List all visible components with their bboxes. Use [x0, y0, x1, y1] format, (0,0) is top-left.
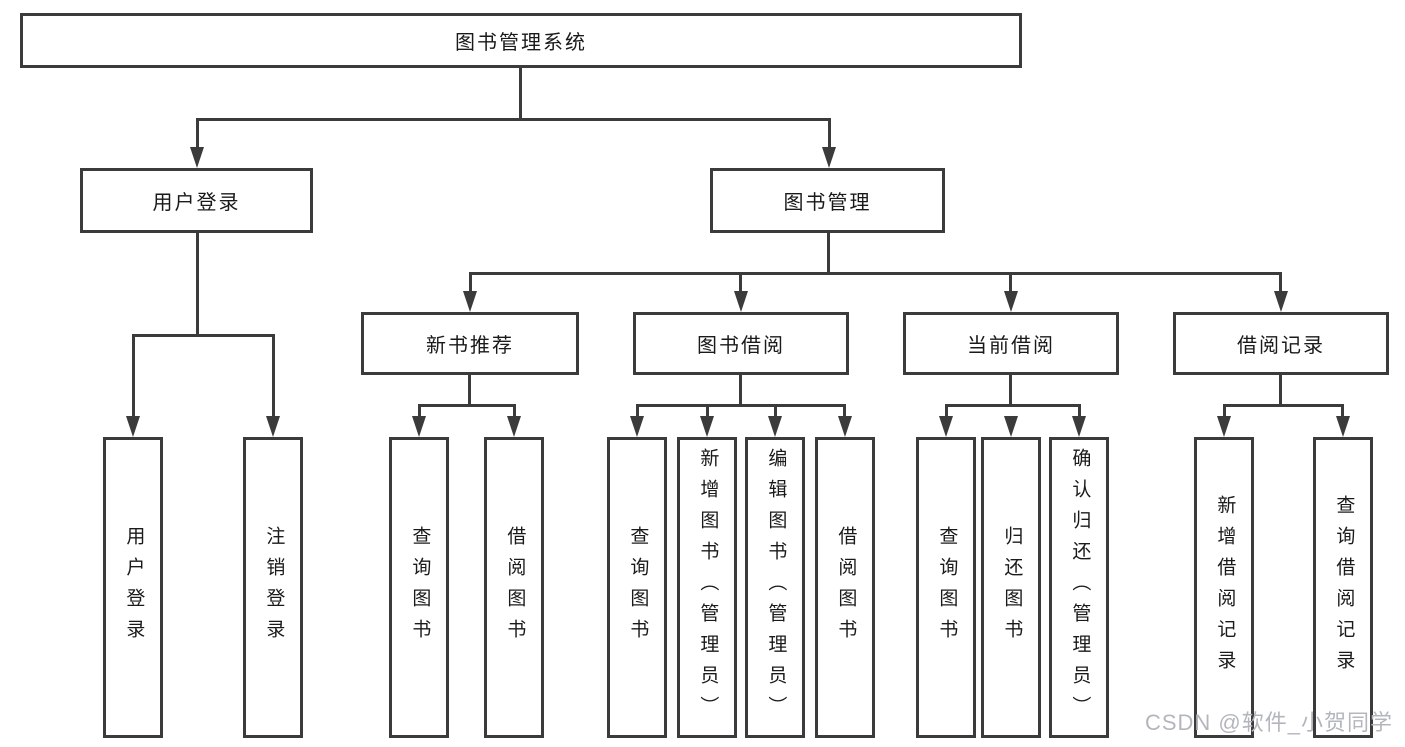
- connector-line: [1078, 404, 1081, 420]
- arrowhead-icon: [630, 416, 644, 437]
- node-leaf-borrow-book-2: 借阅图书: [815, 437, 875, 738]
- connector-line: [469, 272, 1282, 275]
- arrowhead-icon: [1336, 416, 1350, 437]
- node-leaf-query-book-2: 查询图书: [607, 437, 667, 738]
- node-label: 注销登录: [263, 525, 285, 650]
- node-label: 图书管理系统: [455, 32, 587, 54]
- node-leaf-logout: 注销登录: [243, 437, 303, 738]
- connector-line: [774, 404, 777, 420]
- connector-line: [196, 233, 199, 337]
- connector-line: [468, 375, 471, 407]
- node-label: 新增图书（管理员）: [697, 448, 719, 727]
- node-label: 图书借阅: [697, 335, 785, 357]
- node-label: 图书管理: [783, 192, 872, 214]
- arrowhead-icon: [1072, 416, 1086, 437]
- node-new-book-recommend: 新书推荐: [361, 312, 579, 375]
- connector-line: [469, 272, 472, 294]
- connector-line: [739, 272, 742, 294]
- node-book-management-module: 图书管理: [710, 168, 945, 233]
- connector-line: [1279, 375, 1282, 407]
- node-label: 用户登录: [152, 192, 241, 214]
- node-label: 确认归还（管理员）: [1069, 448, 1091, 727]
- node-label: 编辑图书（管理员）: [765, 448, 787, 727]
- arrowhead-icon: [1274, 291, 1288, 312]
- connector-line: [418, 404, 421, 420]
- node-leaf-return-book: 归还图书: [981, 437, 1041, 738]
- node-label: 新书推荐: [426, 335, 514, 357]
- node-label: 借阅记录: [1237, 335, 1325, 357]
- node-user-login-module: 用户登录: [80, 168, 313, 233]
- arrowhead-icon: [700, 416, 714, 437]
- node-library-management-system: 图书管理系统: [20, 13, 1022, 68]
- node-label: 查询图书: [409, 525, 431, 650]
- arrowhead-icon: [1004, 416, 1018, 437]
- node-label: 归还图书: [1001, 525, 1023, 650]
- connector-line: [519, 68, 522, 120]
- node-current-borrow: 当前借阅: [903, 312, 1119, 375]
- node-leaf-query-book-3: 查询图书: [916, 437, 976, 738]
- connector-line: [418, 404, 516, 407]
- node-leaf-add-book-admin: 新增图书（管理员）: [677, 437, 737, 738]
- arrowhead-icon: [190, 147, 204, 168]
- node-label: 新增借阅记录: [1214, 494, 1236, 681]
- arrowhead-icon: [768, 416, 782, 437]
- connector-line: [945, 404, 948, 420]
- connector-line: [196, 118, 199, 152]
- node-label: 查询借阅记录: [1333, 494, 1355, 681]
- arrowhead-icon: [463, 291, 477, 312]
- connector-line: [828, 118, 831, 152]
- node-label: 借阅图书: [504, 525, 526, 650]
- arrowhead-icon: [838, 416, 852, 437]
- node-label: 查询图书: [627, 525, 649, 650]
- node-leaf-add-borrow-record: 新增借阅记录: [1194, 437, 1254, 738]
- arrowhead-icon: [939, 416, 953, 437]
- connector-line: [1009, 272, 1012, 294]
- node-label: 查询图书: [936, 525, 958, 650]
- connector-line: [636, 404, 639, 420]
- node-leaf-user-login: 用户登录: [103, 437, 163, 738]
- connector-line: [706, 404, 709, 420]
- connector-line: [132, 334, 135, 420]
- node-label: 用户登录: [123, 525, 145, 650]
- connector-line: [1223, 404, 1344, 407]
- node-leaf-query-book-1: 查询图书: [389, 437, 449, 738]
- connector-line: [132, 334, 275, 337]
- connector-line: [1279, 272, 1282, 294]
- csdn-watermark: CSDN @软件_小贺同学: [1144, 710, 1393, 735]
- node-borrow-records: 借阅记录: [1173, 312, 1389, 375]
- node-leaf-borrow-book-1: 借阅图书: [484, 437, 544, 738]
- arrowhead-icon: [1217, 416, 1231, 437]
- node-label: 借阅图书: [835, 525, 857, 650]
- connector-line: [513, 404, 516, 420]
- arrowhead-icon: [412, 416, 426, 437]
- connector-line: [739, 375, 742, 407]
- connector-line: [1009, 375, 1012, 407]
- connector-line: [272, 334, 275, 420]
- arrowhead-icon: [126, 416, 140, 437]
- connector-line: [945, 404, 1081, 407]
- connector-line: [843, 404, 846, 420]
- connector-line: [1223, 404, 1226, 420]
- arrowhead-icon: [734, 291, 748, 312]
- connector-line: [1341, 404, 1344, 420]
- connector-line: [196, 118, 831, 121]
- arrowhead-icon: [507, 416, 521, 437]
- node-label: 当前借阅: [967, 335, 1055, 357]
- node-book-borrow: 图书借阅: [633, 312, 849, 375]
- node-leaf-query-borrow-record: 查询借阅记录: [1313, 437, 1373, 738]
- arrowhead-icon: [266, 416, 280, 437]
- node-leaf-confirm-return-admin: 确认归还（管理员）: [1049, 437, 1109, 738]
- arrowhead-icon: [822, 147, 836, 168]
- connector-line: [827, 233, 830, 275]
- node-leaf-edit-book-admin: 编辑图书（管理员）: [745, 437, 805, 738]
- arrowhead-icon: [1004, 291, 1018, 312]
- connector-line: [636, 404, 846, 407]
